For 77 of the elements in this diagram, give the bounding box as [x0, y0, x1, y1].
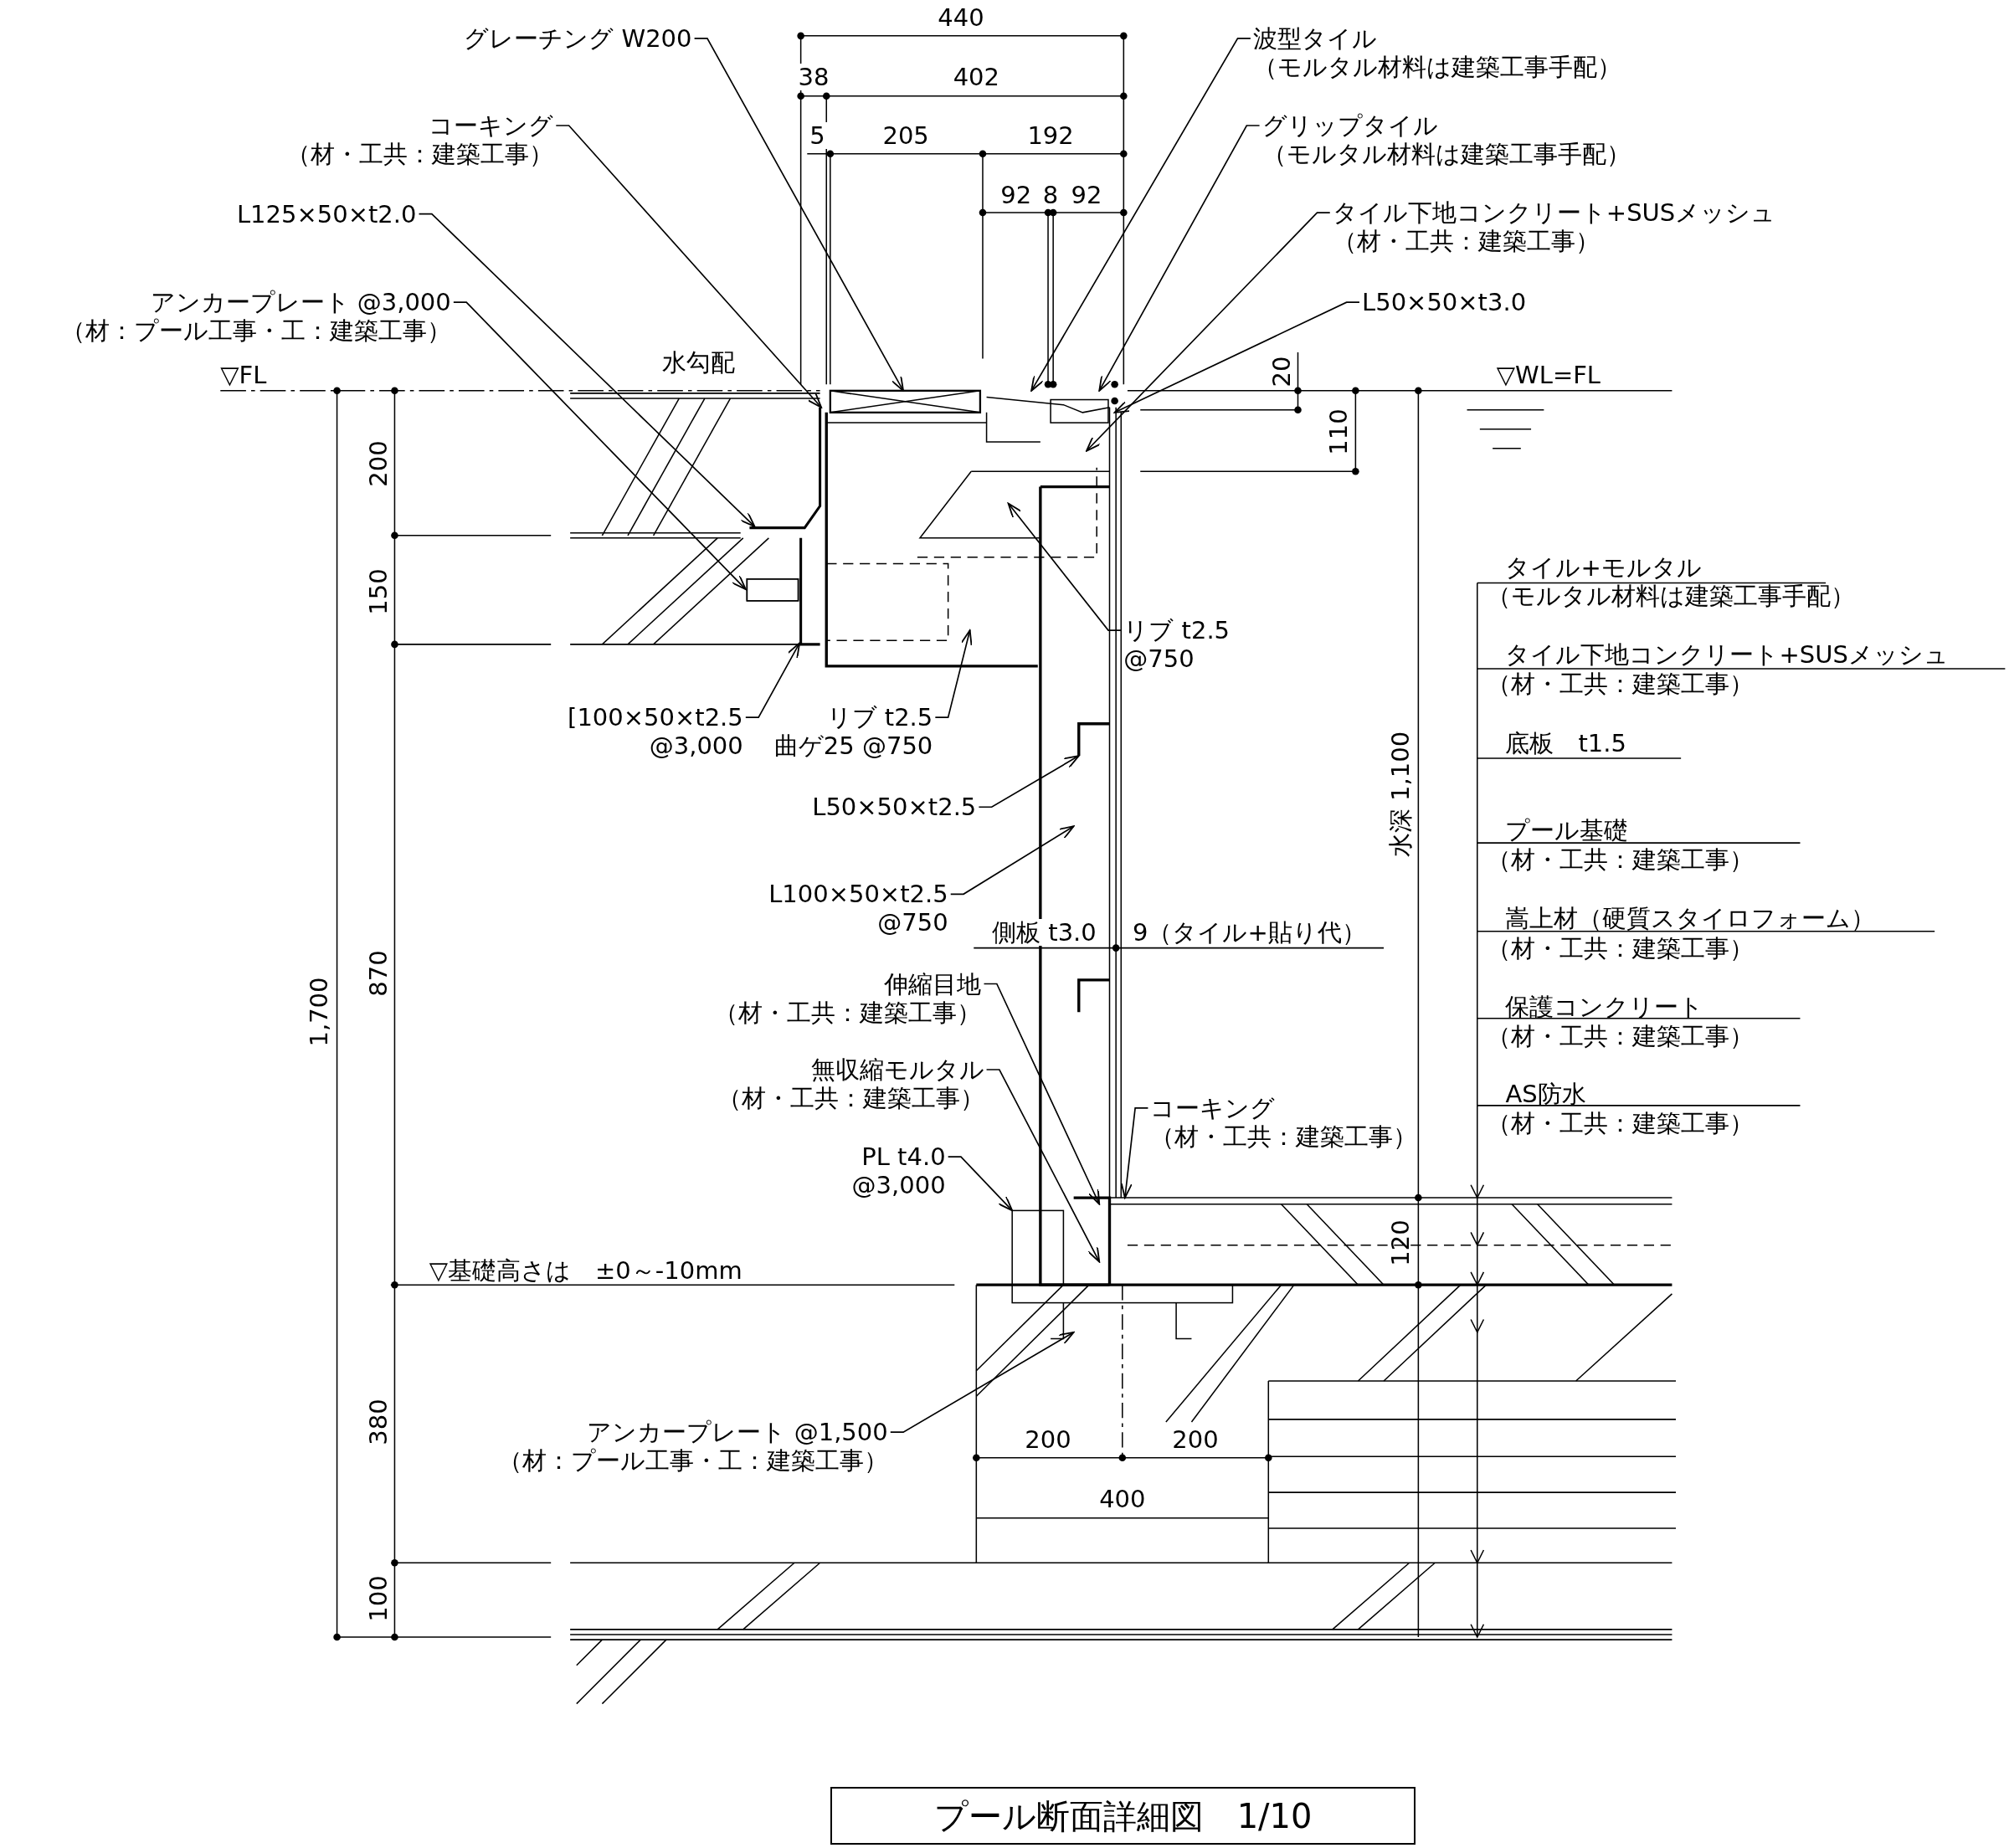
- leader-line: [1007, 502, 1123, 631]
- note-text: 400: [1099, 1485, 1146, 1512]
- steel-section: [799, 537, 820, 646]
- callout-label: コーキング （材・工共：建築工事）: [286, 111, 554, 168]
- leader-line: [1086, 212, 1331, 452]
- note-text: ▽FL: [220, 362, 267, 389]
- dimension-value: 110: [1325, 408, 1353, 455]
- part-outline: [746, 578, 799, 602]
- callout-label: グレーチング W200: [464, 23, 692, 53]
- note-text: 200: [1172, 1426, 1219, 1454]
- note-text: タイル+モルタル: [1505, 554, 1702, 582]
- note-text: AS防水: [1505, 1081, 1586, 1108]
- callout-label: L100×50×t2.5 @750: [768, 880, 948, 937]
- dimension-value: 20: [1267, 356, 1295, 388]
- leader-line: [1113, 301, 1360, 413]
- note-text: 保護コンクリート: [1505, 993, 1704, 1021]
- callout-label: 伸縮目地 （材・工共：建築工事）: [714, 969, 982, 1027]
- note-text: （モルタル材料は建築工事手配）: [1486, 582, 1855, 609]
- dimension-value: 100: [364, 1575, 392, 1622]
- steel-section: [749, 407, 822, 530]
- callout-label: L50×50×t2.5: [812, 793, 977, 822]
- note-text: 92: [1071, 181, 1102, 208]
- note-text: 200: [1025, 1426, 1071, 1454]
- callout-label: L50×50×t3.0: [1362, 288, 1527, 317]
- note-text: （材・工共：建築工事）: [1486, 670, 1754, 698]
- note-text: 底板 t1.5: [1505, 729, 1626, 757]
- callout-label: タイル下地コンクリート+SUSメッシュ （材・工共：建築工事）: [1332, 198, 1776, 256]
- note-text: （材・工共：建築工事）: [1486, 1110, 1754, 1137]
- leader-line: [983, 983, 1101, 1205]
- note-text: 嵩上材（硬質スタイロフォーム）: [1505, 905, 1876, 932]
- callout-label: グリップタイル （モルタル材料は建築工事手配）: [1261, 111, 1631, 168]
- note-text: （材・工共：建築工事）: [1486, 1023, 1754, 1050]
- drawing-title: プール断面詳細図 1/10: [830, 1787, 1416, 1845]
- leader-line: [555, 125, 823, 408]
- note-text: （材・工共：建築工事）: [1486, 846, 1754, 874]
- dimension-value: 水深 1,100: [1386, 731, 1414, 858]
- leader-line: [949, 825, 1075, 896]
- leader-line: [947, 1156, 1014, 1212]
- note-text: タイル下地コンクリート+SUSメッシュ: [1505, 641, 1949, 669]
- dimension-value: 870: [364, 950, 392, 997]
- callout-label: アンカープレート @3,000 （材：プール工事・工：建築工事）: [60, 288, 451, 346]
- leader-line: [453, 301, 747, 590]
- leader-line: [693, 38, 904, 392]
- dimension-value: 150: [364, 568, 392, 615]
- note-text: （材・工共：建築工事）: [1486, 934, 1754, 962]
- callout-label: 波型タイル （モルタル材料は建築工事手配）: [1252, 23, 1621, 81]
- note-text: 205: [882, 122, 929, 150]
- dimension-value: 1,700: [306, 977, 333, 1047]
- callout-label: リブ t2.5 曲ゲ25 @750: [773, 703, 933, 761]
- note-text: 92: [1000, 181, 1032, 208]
- leader-line: [1030, 38, 1251, 392]
- leader-line: [418, 213, 756, 527]
- callout-label: [100×50×t2.5 @3,000: [568, 703, 743, 761]
- dimension-value: 200: [364, 440, 392, 487]
- leader-line: [985, 1069, 1101, 1263]
- leader-line: [1120, 1107, 1149, 1199]
- callout-label: PL t4.0 @3,000: [851, 1142, 946, 1200]
- leader-line: [745, 642, 801, 718]
- dimension-value: 380: [364, 1399, 392, 1445]
- note-text: 402: [953, 63, 999, 90]
- callout-label: 無収縮モルタル （材・工共：建築工事）: [717, 1055, 984, 1113]
- note-text: ▽WL=FL: [1496, 362, 1601, 389]
- leader-line: [1098, 125, 1261, 392]
- note-text: ▽基礎高さは ±0～-10mm: [429, 1257, 742, 1285]
- note-text: 8: [1042, 181, 1059, 208]
- leader-line: [889, 1331, 1075, 1433]
- leader-line: [978, 755, 1080, 808]
- callout-label: L125×50×t2.0: [236, 199, 417, 228]
- note-text: プール基礎: [1505, 816, 1629, 844]
- leader-line: [934, 629, 973, 718]
- callout-label: アンカープレート @1,500 （材：プール工事・工：建築工事）: [497, 1418, 888, 1476]
- note-text: 192: [1027, 122, 1074, 150]
- callout-label: コーキング （材・工共：建築工事）: [1150, 1093, 1418, 1151]
- note-text: 水勾配: [661, 349, 735, 377]
- note-text: 440: [938, 4, 984, 32]
- dimension-value: 120: [1386, 1219, 1414, 1266]
- callout-label: リブ t2.5 @750: [1123, 616, 1231, 674]
